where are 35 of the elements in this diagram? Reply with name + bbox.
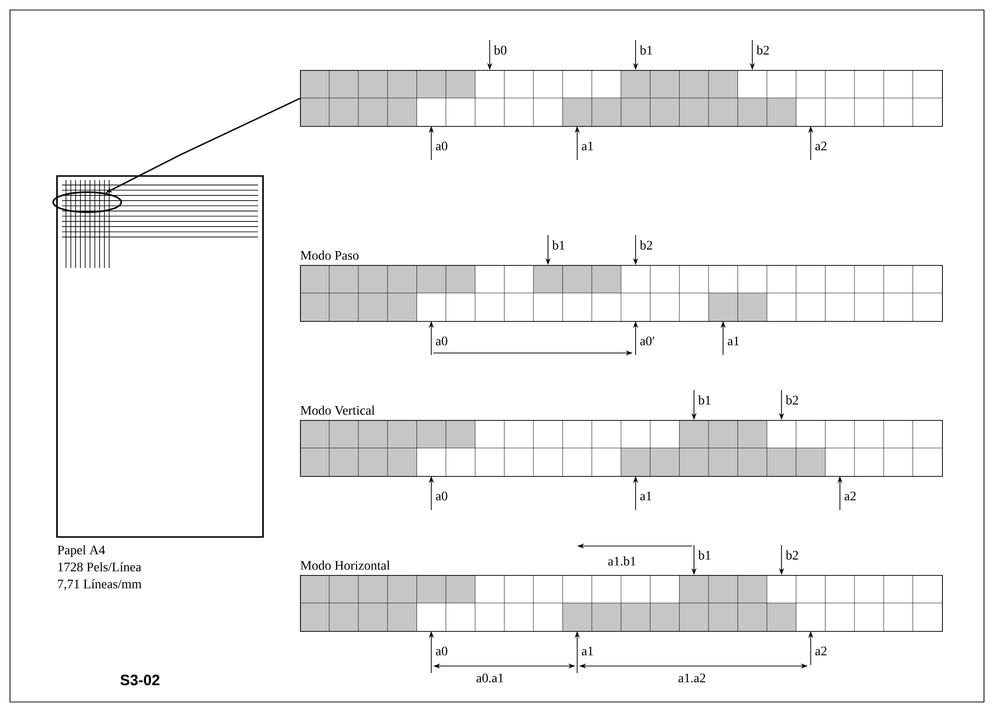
node-label: Modo Vertical (300, 406, 375, 415)
pointer-label: a2 (815, 646, 826, 656)
pointer-label: a1 (728, 336, 739, 346)
paper-caption: Papel A4 (58, 545, 106, 557)
node-label: Modo Paso (300, 250, 359, 260)
figure-code: S3-02 (120, 674, 160, 686)
pel-grid: Modo Paso (300, 250, 943, 322)
paper-caption: 7,71 Líneas/mm (58, 579, 142, 590)
pointer-label: b0 (494, 45, 506, 55)
pointer-label: a0′ (640, 336, 654, 346)
pointer-label: b1 (552, 240, 564, 250)
distance-label: a1.a2 (678, 674, 706, 682)
pointer-label: b2 (786, 395, 798, 405)
pointer-label: a0 (436, 142, 448, 150)
pel-grid (300, 70, 943, 127)
pointer-label: a0 (436, 336, 448, 346)
pointer-label: b2 (786, 550, 798, 560)
pointer-label: b1 (640, 45, 652, 55)
node-label: Modo Horizontal (300, 560, 390, 570)
pointer-label: b1 (698, 550, 710, 560)
pointer-label: b1 (698, 395, 710, 405)
paper-caption: 1728 Pels/Línea (58, 562, 142, 572)
pointer-label: a0 (436, 646, 448, 656)
pointer-label: a2 (815, 142, 826, 150)
pointer-label: b2 (640, 240, 652, 250)
paper-sheet-drawing (56, 175, 264, 538)
zoom-ellipse (52, 191, 122, 213)
pointer-label: a1 (640, 492, 652, 500)
pointer-label: a1 (582, 646, 593, 656)
pointer-label: a2 (844, 492, 856, 500)
pel-grid: Modo Vertical (300, 406, 943, 477)
pointer-label: a0 (436, 492, 448, 500)
pointer-label: b2 (756, 45, 769, 55)
pointer-label: a1 (582, 142, 593, 150)
distance-label: a0.a1 (476, 674, 504, 682)
